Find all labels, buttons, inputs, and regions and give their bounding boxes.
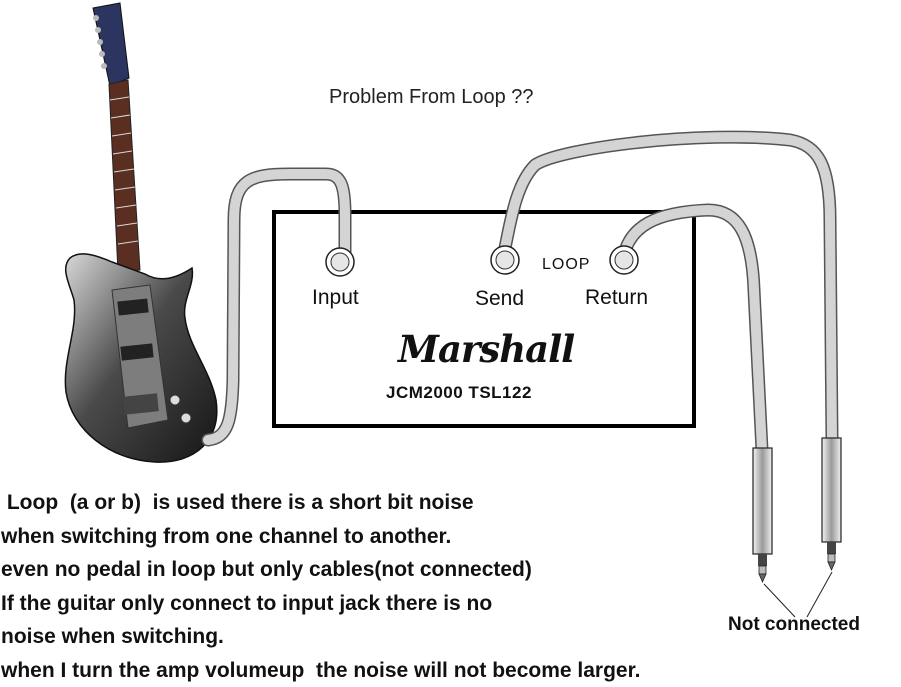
loop-label: LOOP <box>542 256 590 274</box>
description-line: when switching from one channel to anoth… <box>1 520 900 554</box>
description-line: when I turn the amp volumeup the noise w… <box>1 654 900 687</box>
description-line: If the guitar only connect to input jack… <box>1 587 900 621</box>
return-jack-label: Return <box>585 286 648 310</box>
send-jack-icon <box>491 246 519 274</box>
send-jack-label: Send <box>475 287 524 311</box>
diagram-title: Problem From Loop ?? <box>329 86 534 109</box>
guitar-icon <box>65 3 216 462</box>
input-jack-label: Input <box>312 286 359 310</box>
problem-description: Loop (a or b) is used there is a short b… <box>1 486 900 687</box>
return-jack-icon <box>610 246 638 274</box>
description-line: even no pedal in loop but only cables(no… <box>1 553 900 587</box>
amp-model: JCM2000 TSL122 <box>386 383 532 403</box>
amp-brand-logo: Marshall <box>398 327 574 371</box>
input-jack-icon <box>326 248 354 276</box>
description-line: noise when switching. <box>1 620 900 654</box>
description-line: Loop (a or b) is used there is a short b… <box>1 486 900 520</box>
